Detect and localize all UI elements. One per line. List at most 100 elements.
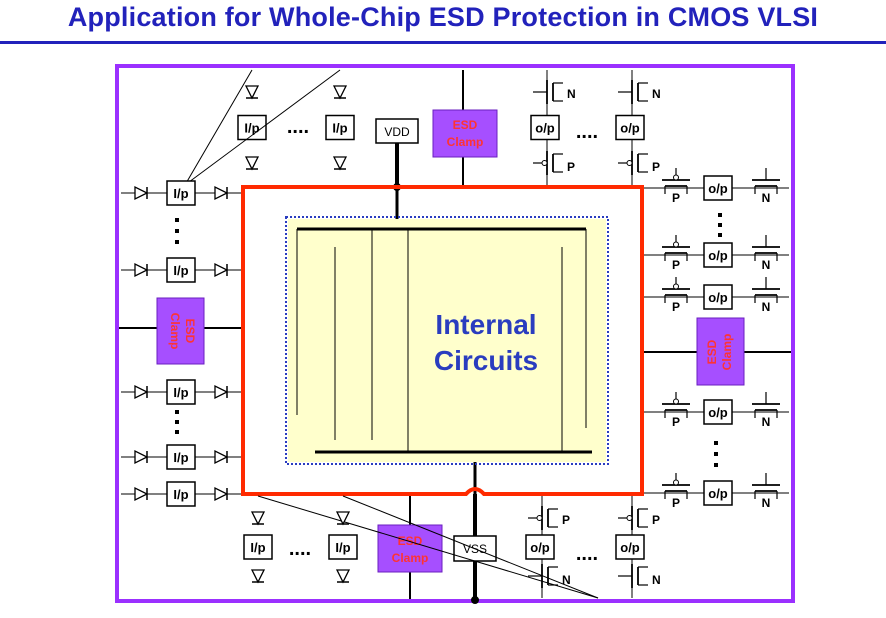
bottom-output-pad-1-top-type: P bbox=[562, 513, 570, 527]
right-output-pad-5: Po/pN bbox=[644, 473, 789, 510]
diode-icon bbox=[332, 156, 348, 171]
bottom-output-pad-2: Po/pN bbox=[615, 496, 661, 598]
top-output-pad-2-box bbox=[615, 114, 645, 141]
vdd-label: VDD bbox=[384, 125, 410, 139]
top-input-pad-2-box bbox=[325, 114, 355, 141]
right-output-pad-1-label: o/p bbox=[708, 181, 728, 196]
diode-icon bbox=[244, 156, 260, 171]
bottom-output-pad-1-box bbox=[525, 534, 555, 560]
bottom-input-pad-2-box bbox=[328, 534, 358, 560]
right-output-pad-3-p-type: P bbox=[672, 300, 680, 314]
top-output-pad-1-label: o/p bbox=[535, 121, 555, 136]
esd-clamp-top-line1: ESD bbox=[453, 118, 478, 132]
diode-icon bbox=[134, 185, 149, 201]
diode-icon bbox=[214, 449, 229, 465]
internal-core-fill bbox=[288, 219, 606, 462]
right-output-pad-1-p-type: P bbox=[672, 191, 680, 205]
diode-icon bbox=[214, 486, 229, 502]
bottom-input-pad-1-box bbox=[243, 534, 273, 560]
page-title: Application for Whole-Chip ESD Protectio… bbox=[67, 2, 819, 32]
left-input-pad-5: I/p bbox=[121, 481, 241, 507]
left-input-pad-3-box bbox=[166, 379, 196, 405]
diode-icon bbox=[134, 449, 149, 465]
top-output-pad-2: No/pP bbox=[615, 70, 661, 185]
esd-clamp-right-line1: ESD bbox=[705, 339, 719, 364]
title-underline bbox=[0, 41, 886, 44]
right-output-pad-5-box bbox=[703, 480, 733, 506]
left-input-pad-3-label: I/p bbox=[173, 385, 188, 400]
esd-clamp-top: ESD Clamp bbox=[432, 109, 498, 158]
esd-clamp-right-line2: Clamp bbox=[720, 334, 734, 371]
core-ring bbox=[241, 185, 644, 496]
bottom-output-pad-2-top-type: P bbox=[652, 513, 660, 527]
right-output-pad-3: Po/pN bbox=[644, 277, 789, 314]
diode-icon bbox=[134, 262, 149, 278]
internal-rails bbox=[296, 227, 592, 454]
right-output-pad-2-box bbox=[703, 242, 733, 268]
ellipsis-bottom-inputs: .... bbox=[289, 538, 311, 560]
vertical-ellipses bbox=[175, 213, 722, 467]
diode-icon bbox=[214, 262, 229, 278]
bottom-output-pad-2-box bbox=[615, 534, 645, 560]
top-input-pad-1-label: I/p bbox=[244, 121, 259, 136]
top-input-pad-1: I/p bbox=[184, 69, 267, 186]
left-input-pad-4-label: I/p bbox=[173, 450, 188, 465]
left-input-pad-3: I/p bbox=[121, 379, 241, 405]
left-input-pad-1-label: I/p bbox=[173, 186, 188, 201]
right-output-pad-5-p-type: P bbox=[672, 496, 680, 510]
left-input-pad-2-label: I/p bbox=[173, 263, 188, 278]
top-output-pad-1: No/pP bbox=[530, 70, 576, 185]
left-input-pad-5-label: I/p bbox=[173, 487, 188, 502]
esd-clamp-left-line2: Clamp bbox=[168, 313, 182, 350]
right-output-pad-1-box bbox=[703, 175, 733, 201]
ellipsis-bottom-outputs: .... bbox=[576, 543, 598, 565]
right-output-pad-4-label: o/p bbox=[708, 405, 728, 420]
right-output-pad-2: Po/pN bbox=[644, 235, 789, 272]
right-output-pad-2-n-type: N bbox=[762, 258, 771, 272]
left-input-pad-4: I/p bbox=[121, 444, 241, 470]
bottom-output-pad-2-label: o/p bbox=[620, 540, 640, 555]
bottom-output-pad-1-bottom-type: N bbox=[562, 573, 571, 587]
top-output-pad-2-label: o/p bbox=[620, 121, 640, 136]
right-output-pad-4-box bbox=[703, 399, 733, 425]
diode-icon bbox=[332, 85, 348, 100]
top-output-pad-2-top-type: N bbox=[652, 87, 661, 101]
right-output-pad-3-label: o/p bbox=[708, 290, 728, 305]
esd-clamp-right: ESD Clamp bbox=[696, 317, 745, 386]
diode-icon bbox=[134, 486, 149, 502]
left-input-pad-1-box bbox=[166, 180, 196, 206]
right-output-pad-4-p-type: P bbox=[672, 415, 680, 429]
right-output-pad-3-box bbox=[703, 284, 733, 310]
left-input-pad-1: I/p bbox=[121, 180, 241, 206]
esd-clamp-bottom-line1: ESD bbox=[398, 534, 423, 548]
ellipsis-top-outputs: .... bbox=[576, 121, 598, 143]
ellipsis-top-inputs: .... bbox=[287, 116, 309, 138]
right-output-pad-4-n-type: N bbox=[762, 415, 771, 429]
top-output-pad-1-bottom-type: P bbox=[567, 160, 575, 174]
bottom-input-pad-2: I/p bbox=[328, 495, 599, 599]
left-input-pad-2-box bbox=[166, 257, 196, 283]
right-output-pad-5-n-type: N bbox=[762, 496, 771, 510]
top-output-pad-1-box bbox=[530, 114, 560, 141]
diode-icon bbox=[335, 569, 351, 584]
internal-circuits-label-line1: Internal bbox=[435, 309, 536, 340]
right-output-pad-4: Po/pN bbox=[644, 392, 789, 429]
left-input-pad-5-box bbox=[166, 481, 196, 507]
vdd-pad: VDD bbox=[375, 118, 419, 144]
esd-clamp-left: ESD Clamp bbox=[156, 297, 205, 365]
bottom-input-pad-2-label: I/p bbox=[335, 540, 350, 555]
left-input-pad-2: I/p bbox=[121, 257, 241, 283]
diode-icon bbox=[250, 569, 266, 584]
internal-core-outline bbox=[285, 216, 609, 465]
internal-circuits-label-line2: Circuits bbox=[434, 345, 538, 376]
diode-icon bbox=[134, 384, 149, 400]
diode-icon bbox=[244, 85, 260, 100]
bottom-output-pad-2-bottom-type: N bbox=[652, 573, 661, 587]
esd-clamp-bottom-line2: Clamp bbox=[392, 551, 429, 565]
right-output-pad-3-n-type: N bbox=[762, 300, 771, 314]
outer-power-ring bbox=[115, 64, 795, 603]
diode-icon bbox=[214, 384, 229, 400]
